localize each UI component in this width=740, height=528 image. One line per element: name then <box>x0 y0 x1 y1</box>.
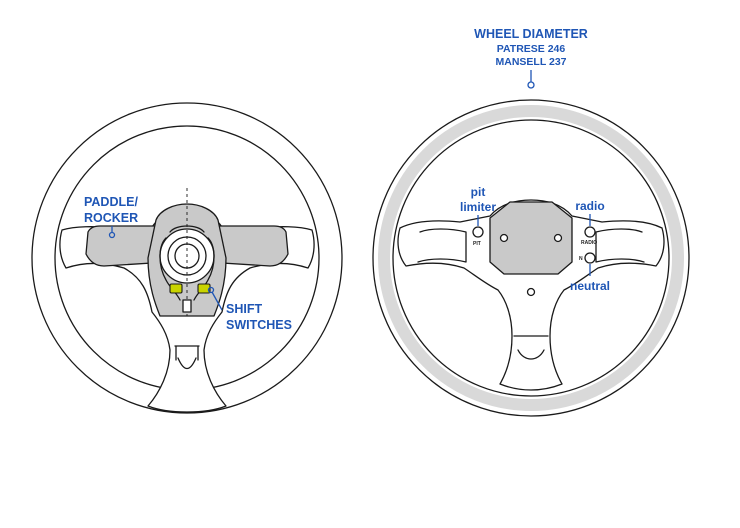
paddle-label-line1: PADDLE/ <box>84 195 138 209</box>
radio-label: radio <box>575 199 604 213</box>
diameter-mansell: MANSELL 237 <box>496 56 567 68</box>
pit-label-line2: limiter <box>460 200 496 214</box>
right-lower-spoke-grip <box>513 335 549 360</box>
right-wheel-rim-band <box>378 105 684 411</box>
diameter-leader-dot <box>527 81 535 89</box>
shift-leader <box>211 291 223 311</box>
neutral-button-mark: N <box>579 256 583 262</box>
diameter-title: WHEEL DIAMETER <box>474 27 588 41</box>
plate-bolt-left <box>499 233 509 243</box>
shift-switch-left <box>169 283 183 294</box>
pit-label-line1: pit <box>471 185 486 199</box>
paddle-label-line2: ROCKER <box>84 211 138 225</box>
right-steering-wheel: PIT RADIO N WHEEL DIAMETER PATRESE 246 M… <box>372 27 690 417</box>
switch-connector <box>182 299 192 313</box>
lower-spoke-bolt <box>526 287 536 297</box>
shift-label-line2: SWITCHES <box>226 318 292 332</box>
neutral-label: neutral <box>570 279 610 293</box>
radio-button <box>584 226 596 238</box>
shift-label-line1: SHIFT <box>226 302 262 316</box>
pit-button-mark: PIT <box>473 241 481 247</box>
neutral-button <box>584 252 596 264</box>
plate-bolt-right <box>553 233 563 243</box>
diameter-patrese: PATRESE 246 <box>497 43 566 55</box>
right-left-grip <box>417 228 467 263</box>
right-wheel-rim-inner <box>392 119 670 397</box>
shift-leader-dot <box>207 286 215 294</box>
paddle-leader-dot <box>108 231 116 239</box>
center-plate <box>489 201 573 275</box>
right-right-grip <box>595 228 645 263</box>
left-lower-spoke-grip <box>174 345 200 370</box>
shift-switch-right <box>197 283 211 294</box>
radio-button-mark: RADIO <box>581 240 597 246</box>
left-steering-wheel: PADDLE/ ROCKER SHIFT SWITCHES <box>31 102 343 414</box>
pit-limiter-button <box>472 226 484 238</box>
